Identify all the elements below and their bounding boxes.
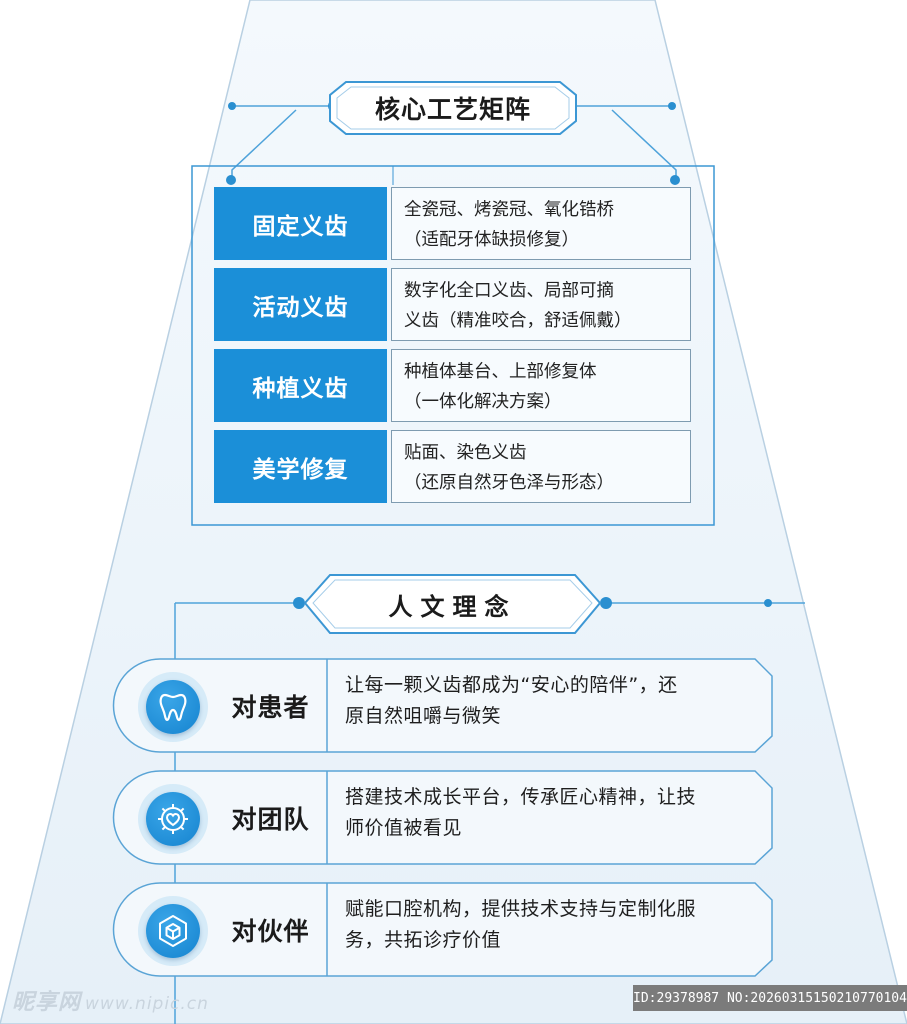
value-text-line2: 务，共拓诊疗价值 bbox=[345, 929, 502, 951]
watermark-id: ID:29378987 NO:20260315150210770104 bbox=[633, 985, 907, 1011]
value-text-line2: 师价值被看见 bbox=[345, 817, 463, 839]
matrix-label: 美学修复 bbox=[214, 430, 387, 503]
tooth-icon bbox=[146, 680, 200, 734]
matrix-description: 全瓷冠、烤瓷冠、氧化锆桥 （适配牙体缺损修复） bbox=[391, 187, 691, 260]
matrix-description: 种植体基台、上部修复体 （一体化解决方案） bbox=[391, 349, 691, 422]
matrix-desc-line1: 种植体基台、上部修复体 bbox=[404, 362, 597, 382]
watermark-brand-name: 昵享网 bbox=[12, 990, 82, 1015]
matrix-row-removable-denture: 活动义齿 数字化全口义齿、局部可摘 义齿（精准咬合，舒适佩戴） bbox=[214, 268, 694, 341]
value-text-line1: 赋能口腔机构，提供技术支持与定制化服 bbox=[345, 898, 697, 920]
matrix-row-aesthetic-restoration: 美学修复 贴面、染色义齿 （还原自然牙色泽与形态） bbox=[214, 430, 694, 503]
value-text: 让每一颗义齿都成为“安心的陪伴”，还 原自然咀嚼与微笑 bbox=[345, 670, 755, 732]
value-text-line1: 搭建技术成长平台，传承匠心精神，让技 bbox=[345, 786, 697, 808]
icon-halo bbox=[138, 672, 208, 742]
value-text-line1: 让每一颗义齿都成为“安心的陪伴”，还 bbox=[345, 674, 678, 696]
value-row-partners: 对伙伴 赋能口腔机构，提供技术支持与定制化服 务，共拓诊疗价值 bbox=[130, 882, 775, 978]
icon-halo bbox=[138, 896, 208, 966]
matrix-label: 固定义齿 bbox=[214, 187, 387, 260]
matrix-description: 贴面、染色义齿 （还原自然牙色泽与形态） bbox=[391, 430, 691, 503]
matrix-desc-line2: （一体化解决方案） bbox=[404, 392, 562, 412]
value-label: 对伙伴 bbox=[231, 917, 310, 946]
matrix-row-implant-denture: 种植义齿 种植体基台、上部修复体 （一体化解决方案） bbox=[214, 349, 694, 422]
value-row-patients: 对患者 让每一颗义齿都成为“安心的陪伴”，还 原自然咀嚼与微笑 bbox=[130, 658, 775, 754]
value-label: 对患者 bbox=[231, 693, 310, 722]
value-text: 赋能口腔机构，提供技术支持与定制化服 务，共拓诊疗价值 bbox=[345, 894, 755, 956]
matrix-desc-line1: 全瓷冠、烤瓷冠、氧化锆桥 bbox=[404, 200, 614, 220]
cube-icon bbox=[146, 904, 200, 958]
matrix-label: 活动义齿 bbox=[214, 268, 387, 341]
matrix-desc-line1: 数字化全口义齿、局部可摘 bbox=[404, 281, 614, 301]
matrix-row-fixed-denture: 固定义齿 全瓷冠、烤瓷冠、氧化锆桥 （适配牙体缺损修复） bbox=[214, 187, 694, 260]
section-title-core-craft: 核心工艺矩阵 bbox=[374, 95, 531, 124]
value-row-team: 对团队 搭建技术成长平台，传承匠心精神，让技 师价值被看见 bbox=[130, 770, 775, 866]
value-label: 对团队 bbox=[231, 805, 310, 834]
gear-heart-icon bbox=[146, 792, 200, 846]
icon-halo bbox=[138, 784, 208, 854]
matrix-desc-line2: 义齿（精准咬合，舒适佩戴） bbox=[404, 311, 632, 331]
matrix-description: 数字化全口义齿、局部可摘 义齿（精准咬合，舒适佩戴） bbox=[391, 268, 691, 341]
matrix-label: 种植义齿 bbox=[214, 349, 387, 422]
matrix-desc-line2: （还原自然牙色泽与形态） bbox=[404, 473, 614, 493]
value-text: 搭建技术成长平台，传承匠心精神，让技 师价值被看见 bbox=[345, 782, 755, 844]
matrix-desc-line1: 贴面、染色义齿 bbox=[404, 443, 527, 463]
section-title-humanistic-philosophy: 人文理念 bbox=[388, 592, 517, 621]
value-text-line2: 原自然咀嚼与微笑 bbox=[345, 705, 502, 727]
matrix-desc-line2: （适配牙体缺损修复） bbox=[404, 230, 579, 250]
watermark-site: www.nipic.cn bbox=[85, 994, 209, 1014]
